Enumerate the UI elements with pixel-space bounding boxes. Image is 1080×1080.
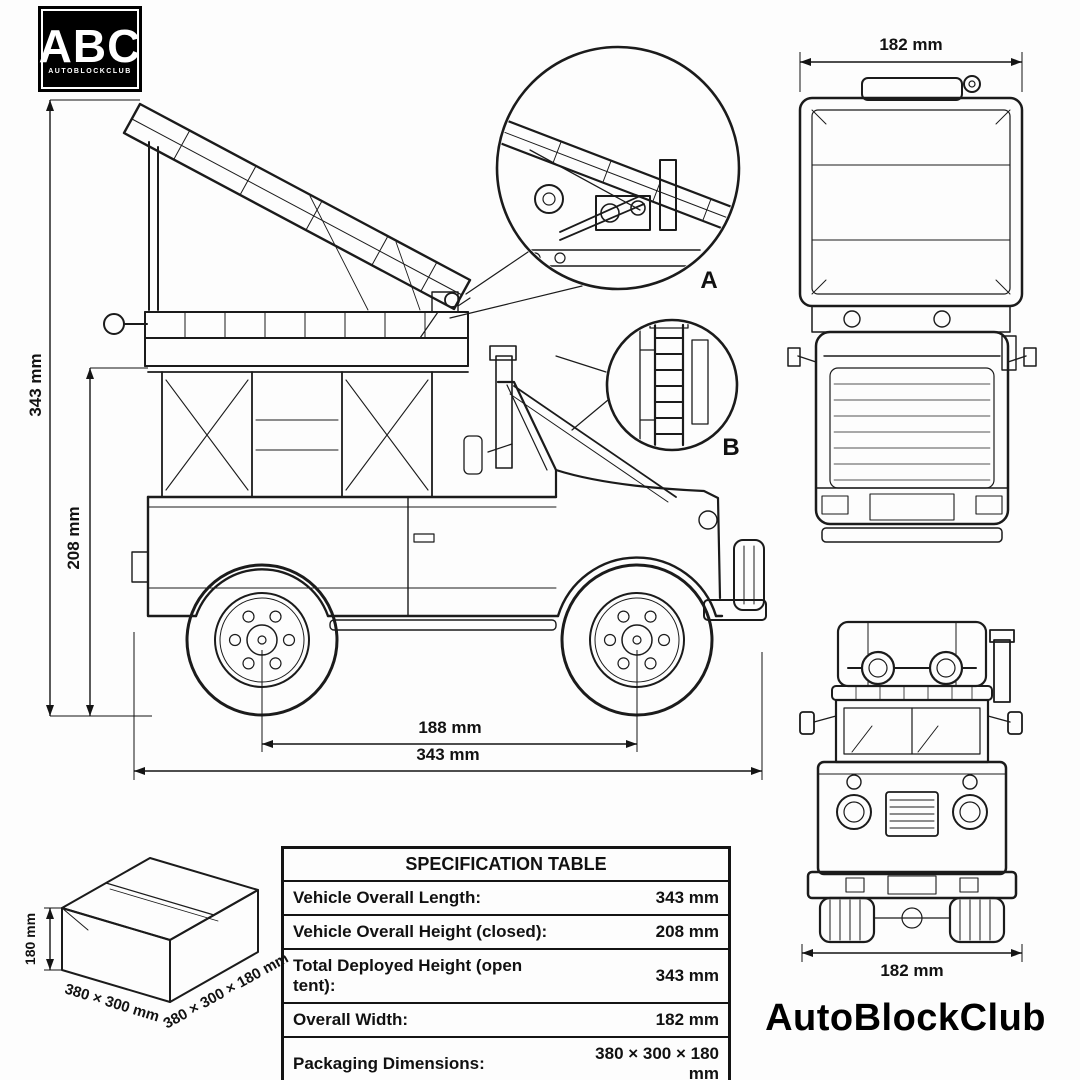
spec-value: 343 mm: [562, 880, 730, 915]
detail-label-a: A: [700, 267, 718, 294]
spotlight-left: [860, 650, 896, 686]
grille: [885, 791, 939, 837]
headlight-right: [952, 794, 988, 830]
logo-subtitle: AUTOBLOCKCLUB: [48, 67, 132, 75]
detail-label-b: B: [722, 434, 740, 461]
table-row: Total Deployed Height (open tent): 343 m…: [282, 948, 730, 1003]
spec-label: Packaging Dimensions:: [282, 1036, 563, 1080]
antenna-knob: [963, 75, 981, 93]
table-row: Vehicle Overall Length: 343 mm: [282, 880, 730, 915]
spec-table-title: SPECIFICATION TABLE: [281, 846, 731, 882]
roof-rack: [147, 371, 469, 498]
specification-table: SPECIFICATION TABLE Vehicle Overall Leng…: [281, 846, 731, 1080]
front-panel: [816, 760, 1008, 876]
detail-circle-b: [555, 318, 739, 452]
dimension-lines: [44, 52, 1023, 971]
spec-value: 208 mm: [562, 914, 730, 949]
seat: [463, 435, 483, 475]
spec-label: Total Deployed Height (open tent):: [282, 948, 563, 1003]
dim-top-view-width: 182 mm: [879, 35, 943, 54]
dim-deployed-height: 343 mm: [26, 353, 45, 417]
spec-value: 343 mm: [562, 948, 730, 1003]
spotlight-right: [928, 650, 964, 686]
spec-label: Overall Width:: [282, 1002, 563, 1037]
spec-label: Vehicle Overall Length:: [282, 880, 563, 915]
dim-box-height: 180 mm: [22, 912, 38, 966]
side-view-drawing: [103, 102, 767, 717]
abc-logo: ABC AUTOBLOCKCLUB: [38, 6, 142, 92]
dim-overall-length: 343 mm: [416, 745, 480, 764]
dim-front-view-width: 182 mm: [880, 961, 944, 980]
cab-roof: [814, 330, 1010, 526]
vehicle-body-side: [131, 345, 767, 631]
dim-closed-height: 208 mm: [64, 506, 83, 570]
spec-value: 380 × 300 × 180 mm: [562, 1036, 730, 1080]
front-bumper: [806, 870, 1018, 900]
table-row: Packaging Dimensions: 380 × 300 × 180 mm: [282, 1036, 730, 1080]
tent-support-pole: [148, 141, 159, 311]
headlight-left: [836, 794, 872, 830]
crank-knob: [103, 313, 125, 335]
spec-value: 182 mm: [562, 1002, 730, 1037]
table-row: Vehicle Overall Height (closed): 208 mm: [282, 914, 730, 949]
tent-footprint: [798, 96, 1024, 308]
spec-label: Vehicle Overall Height (closed):: [282, 914, 563, 949]
top-view-drawing: [787, 75, 1037, 543]
tent-bundle: [836, 620, 988, 688]
dim-wheelbase: 188 mm: [418, 718, 482, 737]
logo-abbr: ABC: [38, 19, 142, 72]
tent-lid-open: [122, 102, 472, 311]
packaging-box-drawing: [61, 857, 259, 1003]
table-row: Overall Width: 182 mm: [282, 1002, 730, 1037]
snorkel: [495, 355, 513, 469]
tent-platform: [103, 311, 469, 367]
front-view-drawing: [799, 620, 1023, 944]
brand-wordmark: AutoBlockClub: [765, 997, 1046, 1039]
